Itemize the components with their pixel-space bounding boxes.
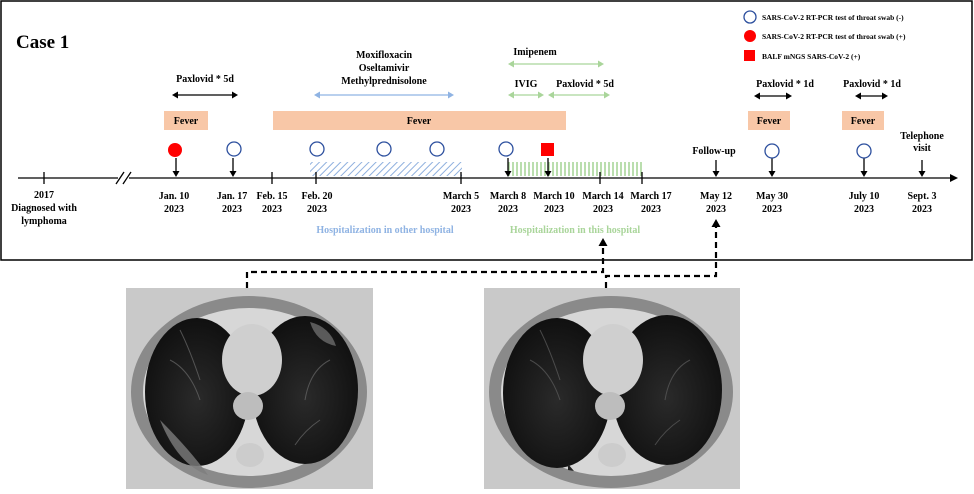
paxlovid-third-label: Paxlovid * 1d	[756, 79, 814, 90]
paxlovid-second-arrow	[548, 91, 610, 99]
ct-image-2	[484, 288, 740, 489]
date-mar14-year: 2023	[593, 204, 613, 215]
paxlovid-third-arrow	[754, 92, 792, 100]
ct-connectors	[245, 226, 718, 288]
fever-box-long	[273, 111, 566, 130]
connector-arrowhead-2	[711, 219, 721, 227]
date-mar17-year: 2023	[641, 204, 661, 215]
this-hospital-stay-bar	[508, 162, 642, 176]
balf-positive-marker	[541, 143, 554, 156]
date-sep3: Sept. 3	[908, 191, 937, 202]
date-jul10: July 10	[849, 191, 880, 202]
date-jan10: Jan. 10	[159, 191, 190, 202]
timeline-panel	[0, 0, 973, 261]
ivig-arrow	[508, 91, 544, 99]
date-jul10-year: 2023	[854, 204, 874, 215]
date-feb15-year: 2023	[262, 204, 282, 215]
timeline-event-arrows	[172, 158, 926, 177]
fever-label-long: Fever	[407, 116, 432, 127]
moxifloxacin-label: Moxifloxacin	[356, 50, 413, 61]
fever-label-july: Fever	[851, 116, 876, 127]
date-mar8: March 8	[490, 191, 526, 202]
ground-glass-opacity-1	[160, 420, 208, 475]
date-sep3-year: 2023	[912, 204, 932, 215]
date-jan17-year: 2023	[222, 204, 242, 215]
date-mar5: March 5	[443, 191, 479, 202]
legend-open-circle-icon	[743, 10, 757, 24]
fever-box-may	[748, 111, 790, 130]
this-hospital-label: Hospitalization in this hospital	[510, 225, 641, 236]
positive-pcr-marker-jan10	[168, 143, 182, 157]
fever-label-may: Fever	[757, 116, 782, 127]
paxlovid-first-arrow	[172, 91, 238, 99]
ct-image-1	[126, 288, 373, 489]
legend-square-icon	[744, 50, 755, 61]
case-title: Case 1	[16, 32, 69, 53]
date-may12: May 12	[700, 191, 732, 202]
date-mar10-year: 2023	[544, 204, 564, 215]
ivig-label: IVIG	[515, 79, 538, 90]
date-may12-year: 2023	[706, 204, 726, 215]
date-feb20-year: 2023	[307, 204, 327, 215]
date-labels: 2017 Diagnosed with lymphoma Jan. 10 202…	[11, 190, 936, 227]
legend-balf-label: BALF mNGS SARS-CoV-2 (+)	[762, 52, 861, 61]
other-hospital-label: Hospitalization in other hospital	[316, 225, 454, 236]
date-feb15: Feb. 15	[256, 191, 287, 202]
paxlovid-fourth-arrow	[855, 92, 888, 100]
legend-filled-circle-icon	[744, 30, 756, 42]
legend-negative-label: SARS-CoV-2 RT-PCR test of throat swab (-…	[762, 13, 904, 22]
paxlovid-fourth-label: Paxlovid * 1d	[843, 79, 901, 90]
negative-pcr-marker-jan17	[226, 141, 242, 157]
other-hospital-stay-bar	[310, 162, 462, 176]
fever-box-jan	[164, 111, 208, 130]
other-hospital-drug-arrow	[314, 91, 454, 99]
timeline-ticks	[43, 172, 643, 184]
methylprednisolone-label: Methylprednisolone	[341, 76, 427, 87]
oseltamivir-label: Oseltamivir	[359, 63, 410, 74]
imipenem-label: Imipenem	[513, 47, 557, 58]
timeline-axis-arrowhead	[950, 174, 958, 182]
date-mar14: March 14	[582, 191, 623, 202]
date-may30: May 30	[756, 191, 788, 202]
date-2017-line3: lymphoma	[21, 216, 67, 227]
paxlovid-first-label: Paxlovid * 5d	[176, 74, 234, 85]
connector-arrowhead-1	[598, 238, 608, 246]
axis-break-mark-1	[115, 171, 125, 185]
paxlovid-second-label: Paxlovid * 5d	[556, 79, 614, 90]
date-2017-line2: Diagnosed with	[11, 203, 77, 214]
imipenem-arrow	[508, 60, 604, 68]
fever-box-july	[842, 111, 884, 130]
negative-pcr-marker-feb20	[309, 141, 325, 157]
date-2017-year: 2017	[34, 190, 54, 201]
negative-pcr-marker-2	[376, 141, 392, 157]
date-feb20: Feb. 20	[301, 191, 332, 202]
fever-label-jan: Fever	[174, 116, 199, 127]
follow-up-label: Follow-up	[692, 146, 736, 157]
legend-positive-label: SARS-CoV-2 RT-PCR test of throat swab (+…	[762, 32, 906, 41]
telephone-label-2: visit	[913, 143, 931, 154]
cursor-icon	[568, 464, 574, 471]
date-jan17: Jan. 17	[217, 191, 248, 202]
negative-pcr-marker-3	[429, 141, 445, 157]
ground-glass-opacity-2	[310, 322, 336, 346]
axis-break-mark-2	[122, 171, 132, 185]
date-mar10: March 10	[533, 191, 574, 202]
date-mar5-year: 2023	[451, 204, 471, 215]
date-mar8-year: 2023	[498, 204, 518, 215]
date-jan10-year: 2023	[164, 204, 184, 215]
negative-pcr-marker-mar8	[498, 141, 514, 157]
date-may30-year: 2023	[762, 204, 782, 215]
date-mar17: March 17	[630, 191, 671, 202]
negative-pcr-marker-may30	[764, 143, 780, 159]
telephone-label-1: Telephone	[900, 131, 944, 142]
negative-pcr-marker-jul10	[856, 143, 872, 159]
